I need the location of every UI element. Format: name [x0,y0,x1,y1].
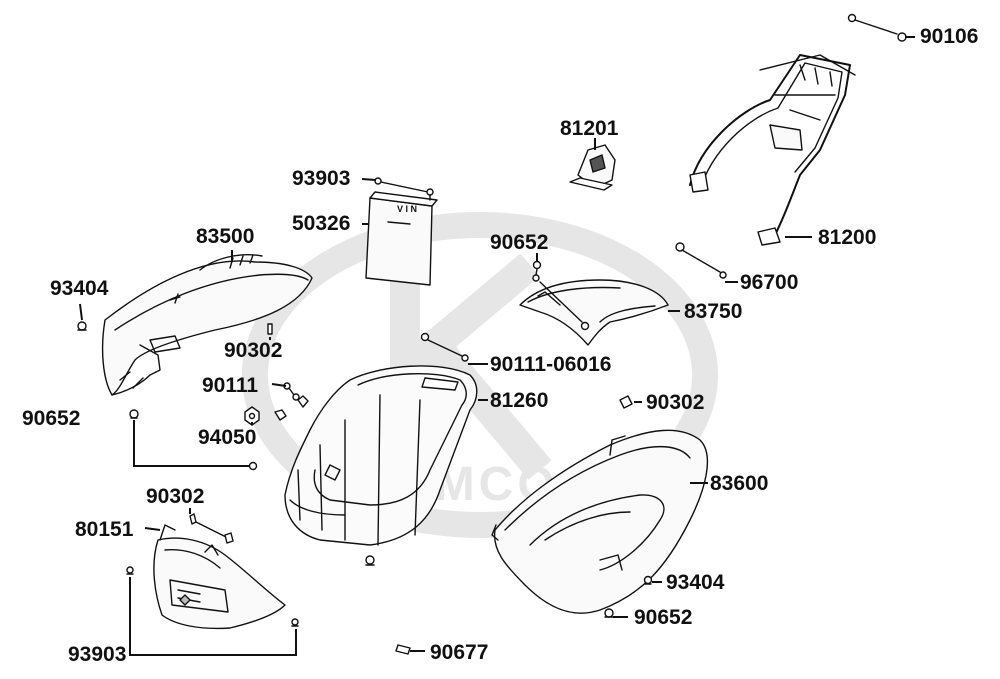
label-93903-bottom: 93903 [68,643,127,666]
rear-carrier-81200 [689,54,856,246]
bolt-96700 [675,242,727,279]
vin-plate-50326: V I N [365,191,438,286]
label-90302-bottom: 90302 [146,485,205,508]
svg-text:V I N: V I N [397,204,417,214]
label-81260: 81260 [490,389,549,412]
lower-cover-80151 [153,524,286,630]
fastener-90111 [283,382,309,408]
label-90652-left: 90652 [22,407,81,430]
label-93404-right: 93404 [666,571,725,594]
label-90652-right: 90652 [634,606,693,629]
label-90677: 90677 [430,641,489,664]
screw-93903-top [374,177,434,201]
clip-93404-right [643,575,653,585]
screw-90652-left [129,409,258,471]
label-93404-left: 93404 [50,277,109,300]
screw-90677 [395,644,411,655]
label-83750: 83750 [684,300,743,323]
label-96700: 96700 [740,271,799,294]
label-90302-left: 90302 [224,339,283,362]
luggage-box-81260 [284,365,478,566]
screw-90652-mid [532,260,590,331]
label-94050: 94050 [198,426,257,449]
label-80151: 80151 [75,518,134,541]
label-83500: 83500 [196,225,255,248]
leader-lines [79,36,915,656]
label-93903-top: 93903 [292,167,351,190]
label-90652-mid: 90652 [490,231,549,254]
label-83600: 83600 [710,472,769,495]
label-90111: 90111 [202,374,259,397]
screw-90302-bottom [189,513,234,544]
label-90302-right: 90302 [646,391,705,414]
screw-90652-right [604,608,614,618]
label-81201: 81201 [560,117,619,140]
label-90111-06016: 90111-06016 [490,353,612,376]
screw-90302-left [267,323,273,335]
label-81200: 81200 [818,226,877,249]
screw-93903-bottom [126,566,299,627]
bracket-81201 [569,144,616,191]
label-50326: 50326 [292,212,351,235]
nut-94050 [244,406,287,426]
center-cover-83750 [519,279,669,346]
side-cover-83600 [491,429,708,614]
clip-93404-left [77,321,87,331]
screw-90302-right [619,395,633,409]
label-90106: 90106 [920,25,979,48]
front-cover-83500 [101,254,313,396]
fastener-90111-06016 [420,332,469,362]
bolt-90106 [847,13,907,42]
